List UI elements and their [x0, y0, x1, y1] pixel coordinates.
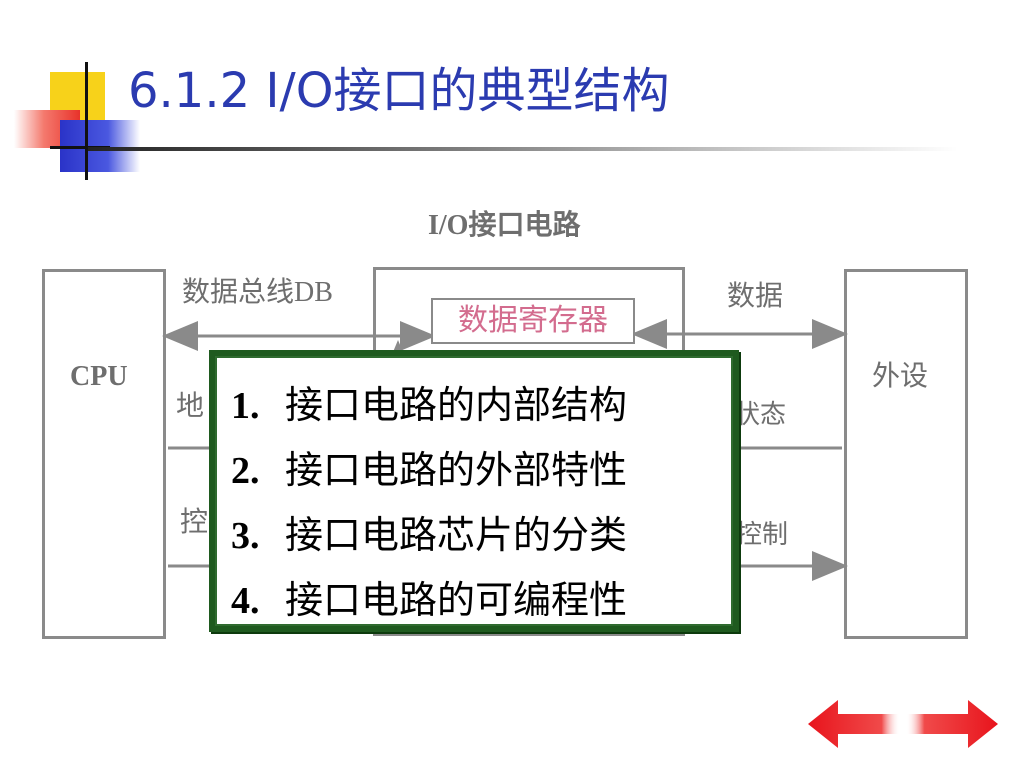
topic-list: 1. 接口电路的内部结构 2. 接口电路的外部特性 3. 接口电路芯片的分类 4. 接口… — [215, 356, 733, 626]
right-control-label: 控制 — [736, 520, 789, 549]
forward-button[interactable] — [904, 694, 1000, 754]
topic-item-2[interactable]: 2. 接口电路的外部特性 — [231, 439, 731, 504]
control-bus-label: 控 — [180, 507, 209, 538]
topic-text: 接口电路芯片的分类 — [285, 515, 628, 557]
cpu-label: CPU — [70, 361, 128, 392]
slide-logo — [0, 0, 140, 190]
right-data-label: 数据 — [727, 281, 784, 312]
interface-circuit-label: I/O接口电路 — [428, 210, 581, 241]
topic-number: 4. — [231, 580, 260, 622]
topic-text: 接口电路的外部特性 — [285, 450, 628, 492]
topic-number: 1. — [231, 385, 260, 427]
peripheral-label: 外设 — [872, 361, 929, 392]
address-bus-label: 地 — [176, 391, 205, 422]
topic-item-4[interactable]: 4. 接口电路的可编程性 — [231, 569, 731, 634]
topic-text: 接口电路的可编程性 — [285, 580, 628, 622]
right-status-label: 状态 — [734, 400, 787, 429]
back-arrow-icon — [808, 700, 900, 748]
data-bus-label: 数据总线DB — [182, 277, 333, 308]
title-underline — [88, 147, 958, 151]
data-register-box: 数据寄存器 — [431, 298, 635, 344]
topic-item-1[interactable]: 1. 接口电路的内部结构 — [231, 374, 731, 439]
forward-arrow-icon — [906, 700, 998, 748]
page-title: 6.1.2 I/O接口的典型结构 — [128, 63, 670, 119]
logo-horizontal-line — [50, 146, 110, 149]
topic-list-panel: 1. 接口电路的内部结构 2. 接口电路的外部特性 3. 接口电路芯片的分类 4. 接口… — [209, 350, 739, 632]
peripheral-box — [844, 269, 968, 639]
back-button[interactable] — [806, 694, 902, 754]
topic-text: 接口电路的内部结构 — [285, 385, 628, 427]
topic-number: 2. — [231, 450, 260, 492]
cpu-box — [42, 269, 166, 639]
logo-vertical-line — [85, 62, 88, 180]
topic-item-3[interactable]: 3. 接口电路芯片的分类 — [231, 504, 731, 569]
topic-number: 3. — [231, 515, 260, 557]
